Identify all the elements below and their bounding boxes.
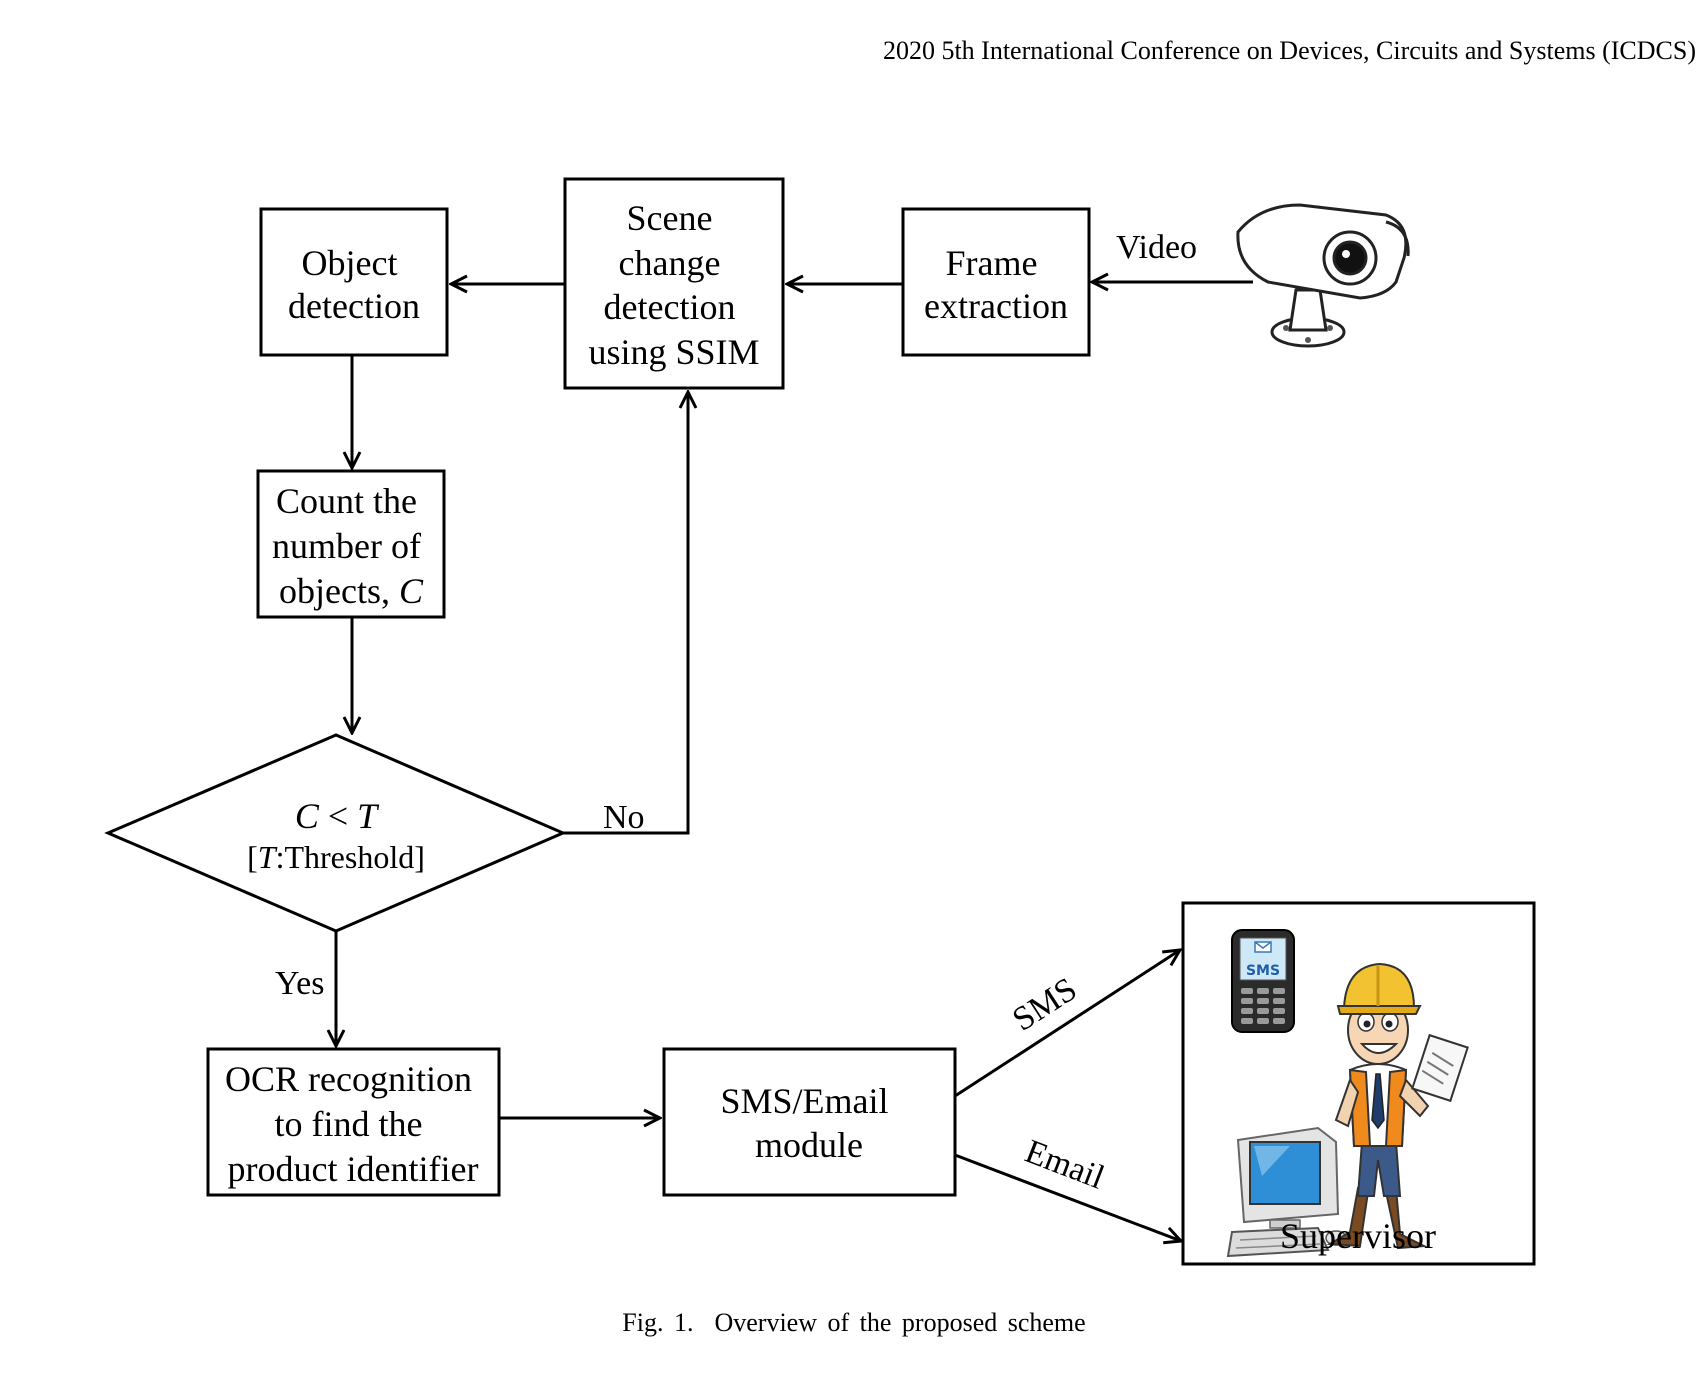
supervisor-box: [1181, 901, 1536, 1266]
supervisor-label: Supervisor: [1280, 1216, 1436, 1256]
mobile-phone-icon: SMS: [1231, 929, 1295, 1033]
cctv-camera-icon: [1236, 203, 1410, 348]
object-detection-label: Object detection: [288, 243, 420, 326]
figure-caption-text: Overview of the proposed scheme: [714, 1308, 1086, 1337]
frame-extraction-label: Frame extraction: [924, 243, 1068, 326]
scene-change-label: Scene change detection using SSIM: [588, 198, 759, 372]
sms-email-module-box: [662, 1047, 957, 1197]
desktop-computer-icon: [1226, 1126, 1347, 1258]
decision-threshold-note: [T:Threshold]: [247, 839, 425, 875]
figure-number: Fig. 1.: [622, 1308, 694, 1337]
frame-extraction-box: [901, 207, 1091, 357]
arrow-no-to-scene: [563, 392, 688, 835]
sms-email-module-label: SMS/Email module: [720, 1081, 897, 1165]
ocr-recognition-label: OCR recognition to find the product iden…: [225, 1059, 481, 1189]
decision-condition-label: C < T: [295, 796, 380, 836]
count-objects-label: Count the number of objects, C: [272, 481, 430, 611]
email-edge-label: Email: [1020, 1133, 1109, 1197]
arrow-module-email: [954, 1153, 1181, 1241]
conference-header: 2020 5th International Conference on Dev…: [882, 36, 1696, 65]
phone-screen-sms-text: SMS: [1246, 963, 1280, 979]
no-edge-label: No: [603, 799, 645, 836]
object-detection-box: [259, 207, 449, 357]
supervisor-worker-icon: [1326, 962, 1469, 1250]
video-edge-label: Video: [1116, 229, 1197, 266]
ocr-recognition-box: [206, 1047, 501, 1197]
figure-caption: Fig. 1. Overview of the proposed scheme: [0, 1308, 1708, 1338]
yes-edge-label: Yes: [275, 965, 324, 1002]
arrow-module-sms: [954, 950, 1180, 1098]
sms-edge-label: SMS: [1006, 971, 1083, 1039]
